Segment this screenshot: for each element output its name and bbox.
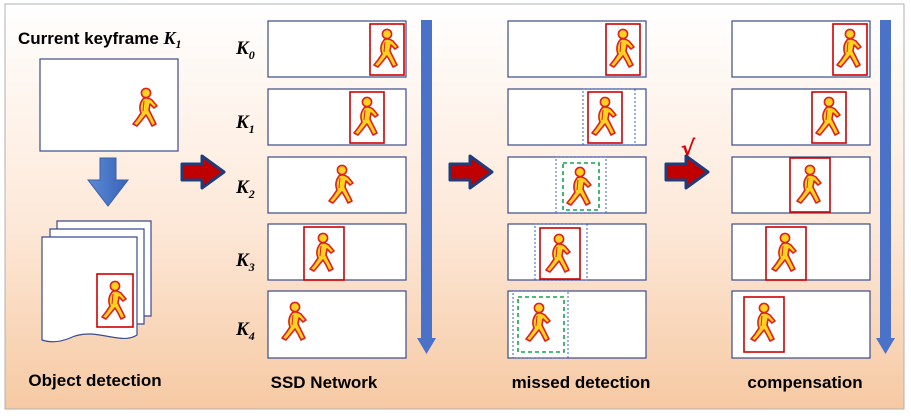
detection-box xyxy=(369,23,405,76)
frame-k3 xyxy=(507,223,647,281)
frame-k1 xyxy=(731,88,871,146)
caption-ssd-network: SSD Network xyxy=(271,373,378,392)
detection-box xyxy=(349,91,385,144)
detection-box xyxy=(832,23,868,76)
label-k0: K0 xyxy=(235,38,255,62)
caption-object-detection: Object detection xyxy=(28,371,161,390)
frame-k4 xyxy=(731,290,871,359)
down-arrow-icon xyxy=(417,338,436,354)
label-k1: K1 xyxy=(235,112,255,136)
frame-k1 xyxy=(507,88,647,146)
time-arrow-shaft xyxy=(880,20,891,340)
estimated-box xyxy=(562,162,600,211)
missed-region-box xyxy=(582,88,636,146)
down-arrow-icon xyxy=(86,157,130,207)
detection-box xyxy=(765,226,807,281)
detection-box xyxy=(789,157,831,213)
time-arrow-shaft xyxy=(421,20,432,340)
detection-box xyxy=(96,273,134,328)
label-k4: K4 xyxy=(235,319,255,343)
label-k3: K3 xyxy=(235,250,255,274)
check-mark-icon: √ xyxy=(681,137,696,162)
missed-region-box xyxy=(555,156,607,214)
caption-missed-detection: missed detection xyxy=(512,373,651,392)
estimated-box xyxy=(517,296,565,353)
right-arrow-icon xyxy=(664,154,710,190)
detection-box xyxy=(811,91,847,144)
frame-k1 xyxy=(267,88,407,146)
frame-k4 xyxy=(507,290,647,359)
missed-detection-column: missed detection xyxy=(507,20,651,392)
compensation-column: compensation xyxy=(731,20,895,392)
missed-region-box xyxy=(534,223,588,281)
frame-k2 xyxy=(731,156,871,214)
detection-box xyxy=(605,23,641,76)
detection-box xyxy=(743,296,785,353)
down-arrow-icon xyxy=(876,338,895,354)
detection-box xyxy=(587,91,623,144)
label-k2: K2 xyxy=(235,177,255,201)
frame-k3 xyxy=(267,223,407,281)
missed-region-box xyxy=(512,290,569,359)
right-arrow-icon xyxy=(180,154,226,190)
frame-k3 xyxy=(731,223,871,281)
detection-stack xyxy=(41,220,152,343)
detection-box xyxy=(303,226,345,281)
detection-box xyxy=(539,227,581,280)
ssd-column: K0 K1 K2 K3 K4 SSD Network xyxy=(235,20,436,392)
right-arrow-icon xyxy=(448,154,494,190)
caption-compensation: compensation xyxy=(747,373,862,392)
current-keyframe xyxy=(39,58,179,152)
keyframe-title: Current keyframe K1 xyxy=(18,28,182,51)
